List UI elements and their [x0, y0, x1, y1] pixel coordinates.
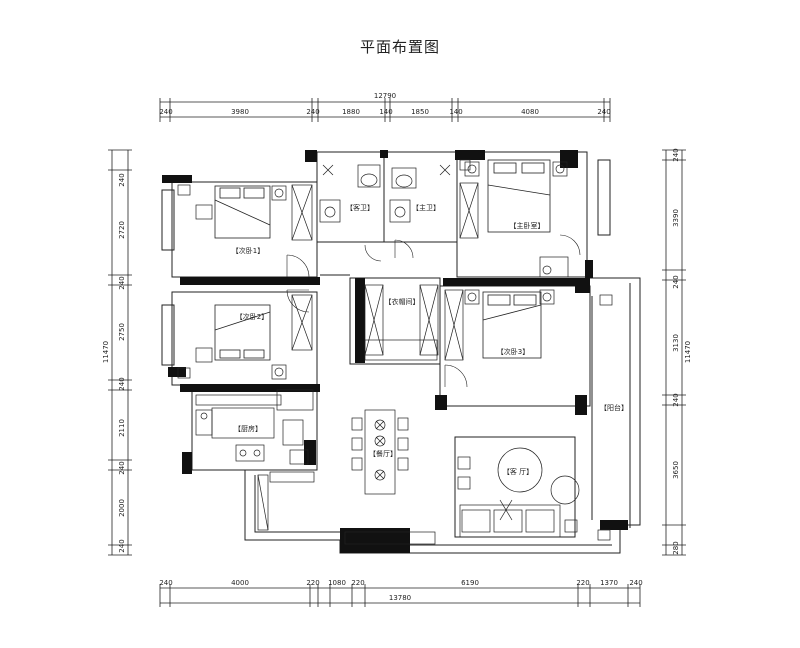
dimension-lines: [108, 98, 686, 607]
dim-top-1: 240: [159, 108, 172, 116]
dim-top-8: 4080: [521, 108, 539, 116]
dim-left-4: 2750: [118, 323, 126, 341]
kitchen-fixtures: [195, 389, 314, 465]
dim-bottom-total: 13780: [389, 594, 411, 602]
dim-top-2: 3980: [231, 108, 249, 116]
page-title: 平面布置图: [359, 38, 440, 56]
dim-bottom-9: 240: [629, 579, 642, 587]
dim-left-total: 11470: [102, 341, 110, 363]
dim-right-4: 3130: [672, 334, 680, 352]
dim-right-6: 3650: [672, 461, 680, 479]
dim-left-6: 2110: [118, 419, 126, 437]
dim-left-1: 240: [118, 173, 126, 186]
dim-right-7: 280: [672, 541, 680, 554]
dim-top-total: 12790: [374, 92, 396, 100]
dim-top-7: 140: [449, 108, 462, 116]
room-label-guest-bath: 【客卫】: [346, 203, 374, 212]
dim-left-9: 240: [118, 539, 126, 552]
dim-bottom-6: 6190: [461, 579, 479, 587]
dining-set: [351, 409, 409, 495]
room-labels: 【次卧1】 【次卧2】 【次卧3】 【客卫】 【主卫】 【主卧室】 【衣帽间】 …: [232, 203, 628, 476]
room-label-bedroom-2a: 【次卧1】: [232, 246, 264, 255]
room-label-living: 【客 厅】: [503, 467, 533, 476]
dim-left-8: 2000: [118, 499, 126, 517]
room-label-master-bedroom: 【主卧室】: [510, 221, 545, 230]
wardrobes: [257, 182, 479, 545]
dim-right-5: 240: [672, 393, 680, 406]
dim-right-3: 240: [672, 275, 680, 288]
dim-bottom-7: 220: [576, 579, 589, 587]
dim-bottom-4: 1080: [328, 579, 346, 587]
room-label-dining: 【餐厅】: [369, 449, 397, 458]
dim-top-5: 140: [379, 108, 392, 116]
dim-top-4: 1880: [342, 108, 360, 116]
room-label-kitchen: 【厨房】: [234, 424, 262, 433]
desks: [195, 204, 282, 406]
living-furniture: [457, 447, 580, 538]
bathroom-fixtures: [319, 159, 471, 223]
room-label-bedroom-2b: 【次卧2】: [236, 312, 268, 321]
dim-left-5: 240: [118, 377, 126, 390]
thick-walls: [162, 150, 628, 553]
room-label-bedroom-3: 【次卧3】: [497, 347, 529, 356]
dim-bottom-2: 4000: [231, 579, 249, 587]
dimension-labels: 12790 13780 11470 11470 240 3980 240 188…: [102, 92, 692, 602]
dim-right-2: 3390: [672, 209, 680, 227]
dim-left-3: 240: [118, 276, 126, 289]
room-label-master-bath: 【主卫】: [412, 203, 440, 212]
room-label-balcony: 【阳台】: [600, 403, 628, 412]
dim-bottom-1: 240: [159, 579, 172, 587]
dim-top-6: 1850: [411, 108, 429, 116]
dim-bottom-3: 220: [306, 579, 319, 587]
dim-bottom-8: 1370: [600, 579, 618, 587]
beds: [214, 159, 551, 361]
dim-right-1: 240: [672, 148, 680, 161]
dim-bottom-5: 220: [351, 579, 364, 587]
doors: [286, 234, 581, 388]
dim-right-total: 11470: [684, 341, 692, 363]
dim-top-3: 240: [306, 108, 319, 116]
dim-left-7: 240: [118, 461, 126, 474]
nightstands: [177, 161, 613, 541]
dim-left-2: 2720: [118, 221, 126, 239]
dim-top-9: 240: [597, 108, 610, 116]
room-label-closet: 【衣帽间】: [385, 297, 420, 306]
